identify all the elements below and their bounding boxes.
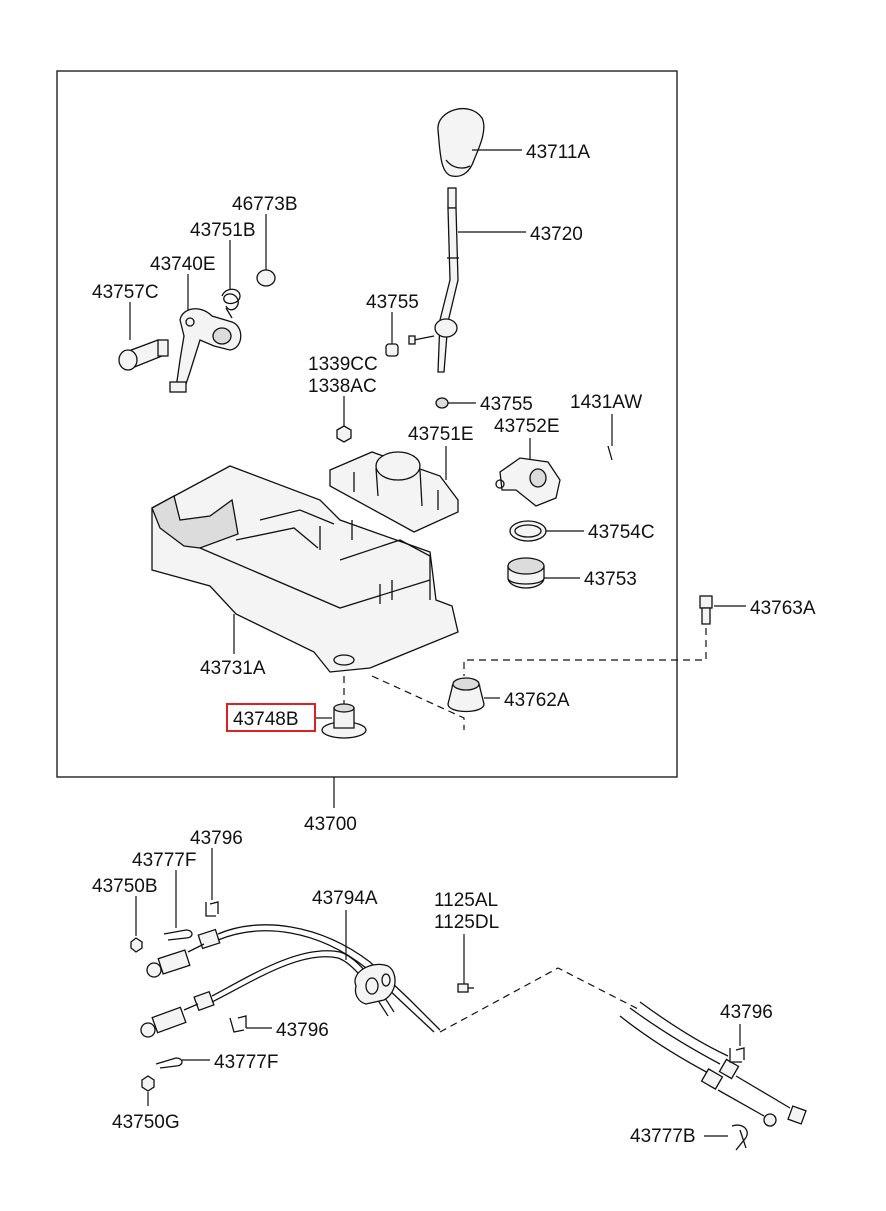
label-43700[interactable]: 43700	[304, 814, 357, 835]
label-43796-right[interactable]: 43796	[720, 1002, 773, 1023]
bushing-lower-icon	[435, 397, 449, 409]
highlight-box-43748B	[226, 703, 316, 732]
cable-clip-icon	[205, 901, 219, 917]
spring-pin-icon	[607, 445, 613, 461]
label-43762A[interactable]: 43762A	[504, 690, 570, 711]
label-43751B[interactable]: 43751B	[190, 220, 256, 241]
cable-clip-mid-icon	[229, 1015, 247, 1033]
grommet-icon	[354, 963, 396, 1005]
shift-knob-icon	[437, 108, 485, 178]
label-43753[interactable]: 43753	[584, 569, 637, 590]
label-43755-upper[interactable]: 43755	[366, 292, 419, 313]
base-bracket-icon	[151, 465, 459, 673]
label-43711A[interactable]: 43711A	[526, 142, 590, 163]
bush-icon	[507, 557, 545, 589]
pin-icon	[118, 339, 169, 371]
label-43731A[interactable]: 43731A	[200, 658, 266, 679]
washer-43750B-icon	[130, 937, 143, 953]
label-1125DL[interactable]: 1125DL	[434, 912, 499, 933]
label-43750G[interactable]: 43750G	[112, 1112, 180, 1133]
lever-housing-icon	[329, 451, 459, 533]
label-43777F-lower[interactable]: 43777F	[214, 1052, 278, 1073]
cable-clip-right-icon	[729, 1047, 745, 1063]
label-43794A[interactable]: 43794A	[312, 888, 378, 909]
hairpin-clip-right-icon	[731, 1124, 748, 1151]
label-43740E[interactable]: 43740E	[150, 254, 216, 275]
shift-lever-icon	[408, 187, 459, 373]
shift-cable-upper-icon	[146, 924, 441, 1033]
label-43754C[interactable]: 43754C	[588, 522, 655, 543]
damper-icon	[447, 677, 485, 713]
label-46773B[interactable]: 46773B	[232, 194, 298, 215]
label-1339CC[interactable]: 1339CC	[308, 354, 378, 375]
label-43755-lower[interactable]: 43755	[480, 394, 533, 415]
label-43752E[interactable]: 43752E	[494, 416, 560, 437]
label-43750B[interactable]: 43750B	[92, 876, 158, 897]
cable-right-end-icon	[619, 1001, 807, 1127]
label-1338AC[interactable]: 1338AC	[308, 376, 377, 397]
bracket-icon	[169, 308, 242, 393]
bolt-icon	[699, 595, 713, 625]
label-1431AW[interactable]: 1431AW	[570, 392, 642, 413]
washer-43750G-icon	[141, 1075, 155, 1092]
label-43777F-top[interactable]: 43777F	[132, 850, 196, 871]
label-43720[interactable]: 43720	[530, 224, 583, 245]
cable-bolt-icon	[457, 983, 474, 993]
label-43796-mid[interactable]: 43796	[276, 1020, 329, 1041]
label-43763A[interactable]: 43763A	[750, 598, 816, 619]
bush-43748B-icon	[321, 703, 367, 739]
label-43796-top[interactable]: 43796	[190, 828, 243, 849]
spring-icon	[221, 288, 241, 319]
label-43757C[interactable]: 43757C	[92, 282, 159, 303]
label-43748B[interactable]: 43748B	[233, 709, 299, 730]
label-1125AL[interactable]: 1125AL	[434, 890, 498, 911]
washer-icon	[256, 269, 276, 287]
assembly-frame	[56, 70, 678, 778]
label-43751E[interactable]: 43751E	[408, 424, 474, 445]
hairpin-clip-lower-icon	[155, 1057, 183, 1069]
label-43777B[interactable]: 43777B	[630, 1126, 696, 1147]
nut-icon	[336, 425, 352, 443]
hairpin-clip-icon	[163, 929, 193, 941]
pivot-block-icon	[495, 457, 561, 507]
bushing-icon	[385, 343, 399, 357]
